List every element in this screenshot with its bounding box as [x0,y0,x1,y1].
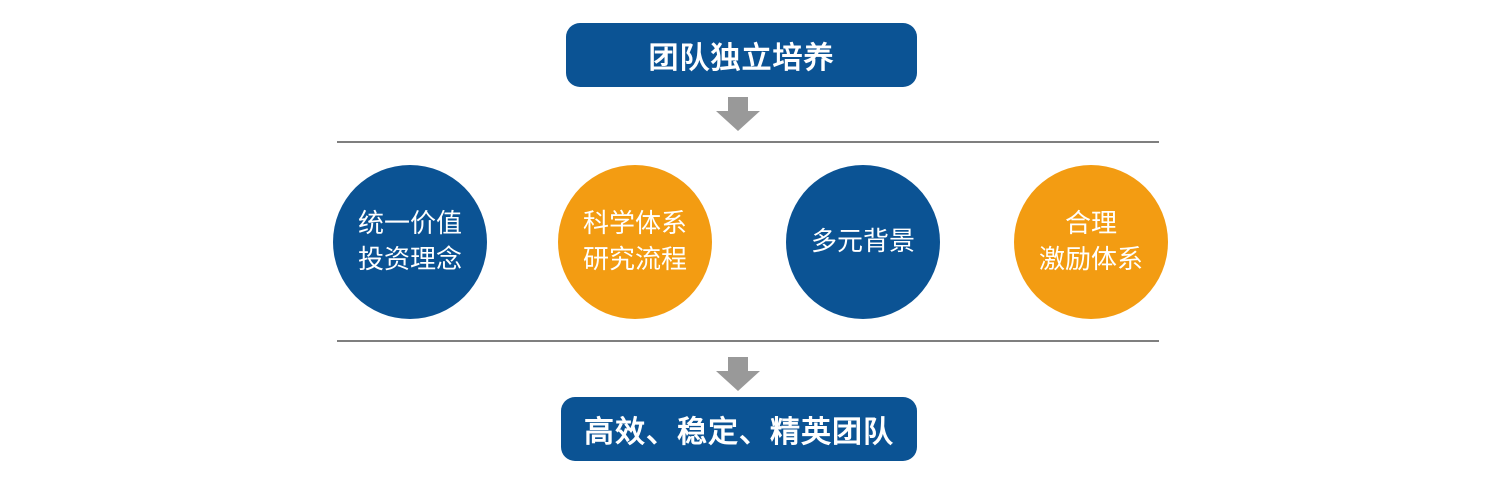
down-arrow-icon [716,357,760,391]
bottom-box: 高效、稳定、精英团队 [561,397,917,461]
pillar-line: 研究流程 [582,245,687,275]
top-box: 团队独立培养 [566,23,917,87]
pillar-line: 激励体系 [1038,245,1143,275]
bottom-box-label: 高效、稳定、精英团队 [584,415,894,450]
divider-top [337,141,1159,143]
top-box-label: 团队独立培养 [648,41,835,76]
pillar-incentive-system: 合理 激励体系 [1014,165,1168,319]
pillar-unified-values: 统一价值 投资理念 [333,165,487,319]
pillar-line: 多元背景 [810,227,915,257]
down-arrow-icon [716,97,760,131]
divider-bottom [337,340,1159,342]
pillar-line: 投资理念 [357,245,462,275]
pillar-line: 合理 [1064,209,1117,239]
pillar-scientific-process: 科学体系 研究流程 [558,165,712,319]
pillar-line: 统一价值 [357,209,462,239]
pillar-line: 科学体系 [582,209,687,239]
pillar-diverse-background: 多元背景 [786,165,940,319]
